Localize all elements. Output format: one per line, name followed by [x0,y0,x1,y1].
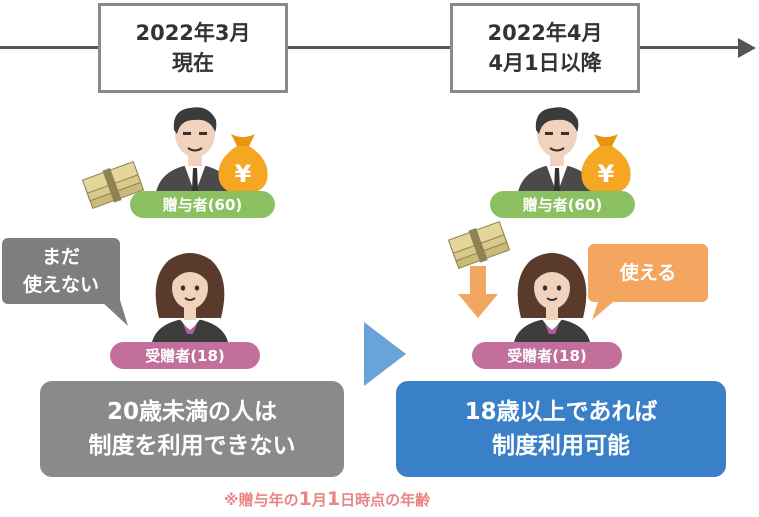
result-right-line1: 18歳以上であれば [464,399,658,425]
triangle-right-icon [364,322,406,386]
note-num2: 1 [326,488,341,510]
money-stack-icon [81,161,145,209]
note-num1: 1 [298,488,312,510]
bubble-left-line1: まだ [41,246,80,268]
svg-text:¥: ¥ [598,160,615,188]
receiver-woman-icon [151,253,229,348]
svg-text:¥: ¥ [235,160,252,188]
timeline-arrow-icon [738,38,756,58]
bubble-left-line2: 使えない [22,274,99,296]
result-right-line2: 制度利用可能 [492,433,630,459]
speech-bubble-not-yet: まだ 使えない [2,238,120,304]
bubble-right-line1: 使える [619,262,677,284]
giver-man-icon [155,107,235,198]
arrow-down-icon [458,266,498,318]
bubble-tail-left [100,300,128,326]
money-stack-icon-right [447,221,511,269]
note-suffix: 日時点の年齢 [340,491,431,509]
date-left-line2: 現在 [172,51,214,75]
speech-bubble-can-use: 使える [588,244,708,302]
result-box-right: 18歳以上であれば 制度利用可能 [396,381,726,477]
result-left-line1: 20歳未満の人は [106,399,277,425]
giver-man-icon-right [517,107,597,198]
bubble-tail-right [592,296,620,320]
result-left-line2: 制度を利用できない [88,433,296,459]
note-mid1: 月 [311,491,327,509]
receiver-woman-icon-right [513,253,591,348]
result-box-left: 20歳未満の人は 制度を利用できない [40,381,344,477]
yen-money-bag-icon-right: ¥ [581,134,631,194]
footnote: ※贈与年の1月1日時点の年齢 [224,488,430,510]
date-box-right: 2022年4月 4月1日以降 [450,3,640,93]
note-prefix: ※贈与年の [224,491,299,509]
date-box-left: 2022年3月 現在 [98,3,288,93]
timeline-line [0,46,740,49]
date-right-line1: 2022年4月 [487,21,603,45]
giver-label-right: 贈与者(60) [490,191,635,218]
date-right-line2: 4月1日以降 [488,51,602,75]
giver-label-left: 贈与者(60) [130,191,275,218]
receiver-label-left: 受贈者(18) [110,342,260,369]
yen-money-bag-icon: ¥ [218,134,268,194]
receiver-label-right: 受贈者(18) [472,342,622,369]
date-left-line1: 2022年3月 [135,21,251,45]
